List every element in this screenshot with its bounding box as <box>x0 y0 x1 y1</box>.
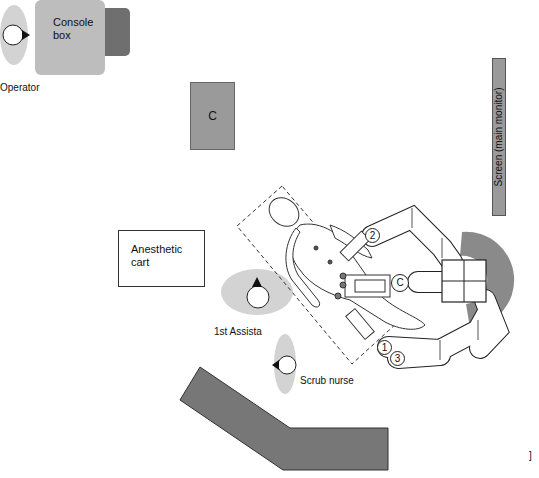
person-label: Operator <box>0 82 39 93</box>
arm-number: 2 <box>365 228 380 243</box>
arm-number: 1 <box>377 340 392 355</box>
direction-mark <box>252 277 262 287</box>
equipment-box: C <box>190 82 235 150</box>
assistant-area <box>221 269 293 315</box>
person-label: Scrub nurse <box>300 375 354 386</box>
person-label: 1st Assista <box>214 326 262 337</box>
instrument-table <box>180 367 388 470</box>
arm-number: 3 <box>390 351 405 366</box>
anesthetic-cart: Anesthetic cart <box>118 230 205 287</box>
direction-mark <box>22 30 30 40</box>
node-text: 2 <box>370 230 376 242</box>
node-text: Screen (main monitor) <box>493 88 505 187</box>
operator-head <box>3 25 23 45</box>
node-text: C <box>208 109 217 123</box>
camera-arm-mark: C <box>391 274 409 292</box>
stray-mark: ] <box>529 450 532 461</box>
node-text: Console box <box>53 16 101 42</box>
node-text: 3 <box>395 353 401 365</box>
direction-mark <box>272 360 279 370</box>
assistant-head <box>247 286 269 308</box>
node-text: 1 <box>382 342 388 354</box>
nurse-head <box>278 356 296 374</box>
console-box: Console box <box>35 0 105 75</box>
instruments <box>335 231 390 339</box>
patient-cart <box>372 208 514 360</box>
node-text: C <box>396 277 403 289</box>
node-text: Anesthetic cart <box>131 243 200 269</box>
monitor-bar: Screen (main monitor) <box>492 58 506 216</box>
